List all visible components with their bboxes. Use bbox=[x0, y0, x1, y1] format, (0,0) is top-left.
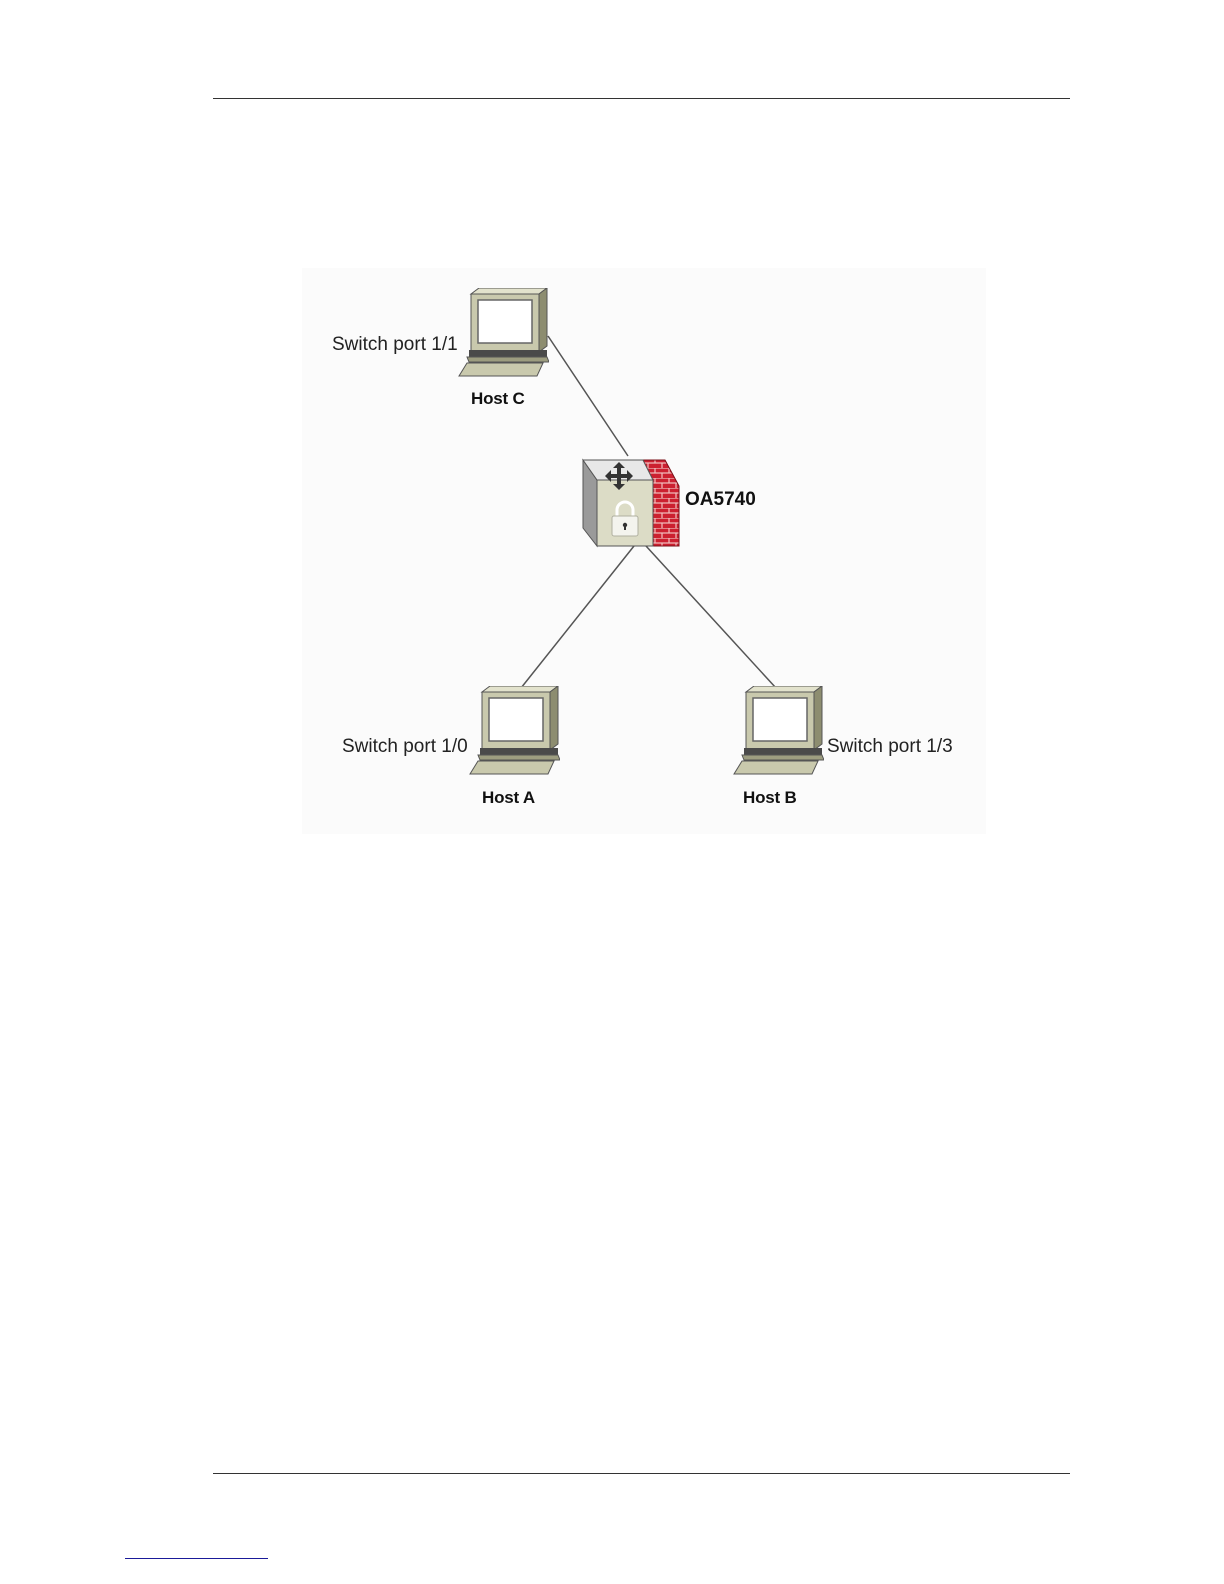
link-oa5740-to-host-b bbox=[646, 546, 776, 688]
firewall-router-icon bbox=[581, 458, 681, 550]
oa5740-device bbox=[581, 458, 681, 550]
workstation-icon bbox=[457, 288, 549, 380]
host-c-port-label: Switch port 1/1 bbox=[332, 334, 458, 356]
link-oa5740-to-host-a bbox=[521, 546, 634, 688]
footer-rule bbox=[213, 1473, 1070, 1474]
host-c-label: Host C bbox=[471, 389, 525, 409]
network-diagram: Switch port 1/1 Host C OA5740 Switch por… bbox=[302, 268, 986, 834]
oa5740-label: OA5740 bbox=[685, 489, 756, 511]
workstation-icon bbox=[468, 686, 560, 778]
host-b-label: Host B bbox=[743, 788, 797, 808]
header-rule bbox=[213, 98, 1070, 99]
host-a-port-label: Switch port 1/0 bbox=[342, 736, 468, 758]
footnote-separator bbox=[125, 1558, 268, 1559]
host-b-port-label: Switch port 1/3 bbox=[827, 736, 953, 758]
host-c-workstation bbox=[457, 288, 549, 380]
host-a-workstation bbox=[468, 686, 560, 778]
link-host-c-to-oa5740 bbox=[548, 336, 628, 456]
workstation-icon bbox=[732, 686, 824, 778]
host-a-label: Host A bbox=[482, 788, 535, 808]
host-b-workstation bbox=[732, 686, 824, 778]
